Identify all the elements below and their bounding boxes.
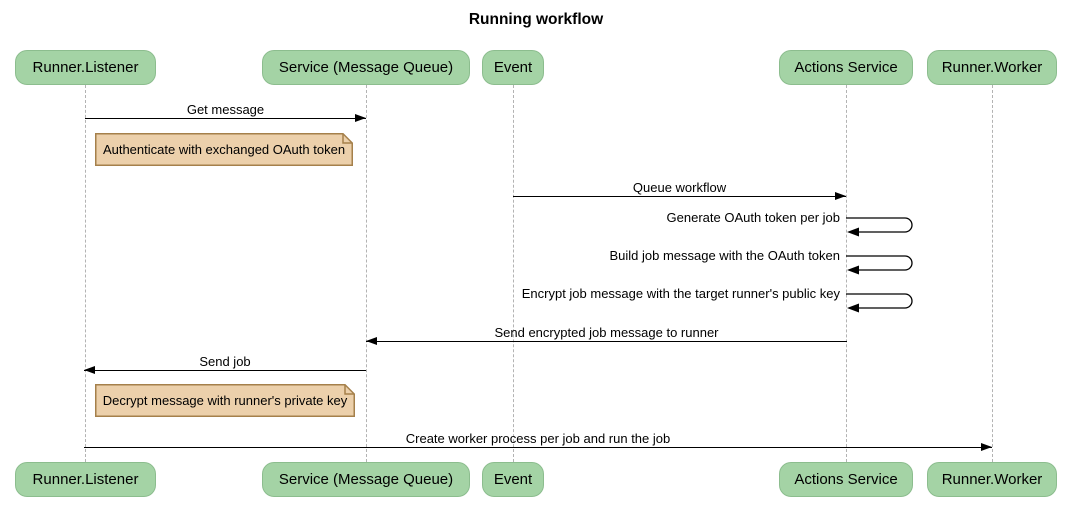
participant-top-service-message-queue: Service (Message Queue) (262, 50, 470, 85)
message-label-get-message: Get message (186, 102, 265, 117)
message-label-generate-oauth-token: Generate OAuth token per job (666, 210, 840, 225)
lifeline-runner-worker (992, 85, 993, 462)
arrowhead-right-icon (835, 192, 846, 200)
arrowhead-left-icon (84, 366, 95, 374)
participant-bottom-service-message-queue: Service (Message Queue) (262, 462, 470, 497)
note-decrypt: Decrypt message with runner's private ke… (95, 384, 355, 417)
participant-label: Service (Message Queue) (278, 471, 454, 488)
participant-label: Service (Message Queue) (278, 59, 454, 76)
participant-label: Runner.Listener (32, 471, 139, 488)
message-line (513, 196, 846, 197)
lifeline-runner-listener (85, 85, 86, 462)
participant-label: Actions Service (794, 471, 898, 488)
message-label-build-job-message: Build job message with the OAuth token (609, 248, 840, 263)
participant-bottom-runner-worker: Runner.Worker (927, 462, 1057, 497)
arrowhead-left-icon (366, 337, 377, 345)
participant-top-runner-worker: Runner.Worker (927, 50, 1057, 85)
note-label: Authenticate with exchanged OAuth token (102, 142, 346, 157)
lifeline-event (513, 85, 514, 462)
message-label-encrypt-job-message: Encrypt job message with the target runn… (521, 286, 840, 301)
message-line (366, 341, 847, 342)
participant-label: Event (493, 471, 533, 488)
message-label-create-worker-process: Create worker process per job and run th… (405, 431, 671, 446)
note-shape-icon (95, 133, 353, 166)
self-loop-arrow-icon (846, 216, 916, 243)
participant-bottom-event: Event (482, 462, 544, 497)
participant-label: Runner.Worker (941, 471, 1043, 488)
message-label-send-job: Send job (199, 354, 251, 369)
self-loop-arrow-icon (846, 292, 916, 319)
lifeline-actions-service (846, 85, 847, 462)
participant-label: Actions Service (794, 59, 898, 76)
message-line (85, 118, 366, 119)
participant-bottom-actions-service: Actions Service (779, 462, 913, 497)
participant-top-runner-listener: Runner.Listener (15, 50, 156, 85)
note-label: Decrypt message with runner's private ke… (102, 393, 348, 408)
participant-label: Event (493, 59, 533, 76)
message-label-send-encrypted-job-message: Send encrypted job message to runner (494, 325, 719, 340)
note-shape-icon (95, 384, 355, 417)
participant-top-actions-service: Actions Service (779, 50, 913, 85)
message-line (84, 447, 992, 448)
self-loop-arrow-icon (846, 254, 916, 281)
arrowhead-right-icon (981, 443, 992, 451)
note-authenticate: Authenticate with exchanged OAuth token (95, 133, 353, 166)
message-line (84, 370, 366, 371)
diagram-title: Running workflow (468, 11, 604, 28)
participant-bottom-runner-listener: Runner.Listener (15, 462, 156, 497)
participant-label: Runner.Listener (32, 59, 139, 76)
message-label-queue-workflow: Queue workflow (632, 180, 727, 195)
lifeline-service-message-queue (366, 85, 367, 462)
participant-top-event: Event (482, 50, 544, 85)
arrowhead-right-icon (355, 114, 366, 122)
participant-label: Runner.Worker (941, 59, 1043, 76)
